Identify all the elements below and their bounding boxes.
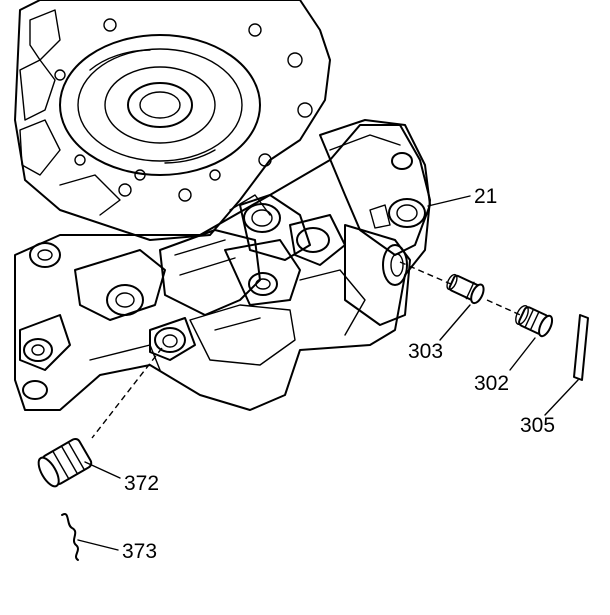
leader-303 [439, 304, 471, 341]
spring-clip-373 [61, 513, 79, 561]
transmission-case [14, 0, 331, 241]
sleeve-302 [515, 304, 554, 338]
assembly-line-303 [399, 261, 461, 289]
label-302: 302 [474, 372, 509, 395]
leader-372 [84, 461, 121, 479]
retainer-pin-305 [573, 314, 589, 381]
plug-372 [37, 437, 93, 488]
label-21: 21 [474, 185, 497, 208]
assembly-line-302 [486, 299, 528, 319]
leader-305 [544, 379, 579, 416]
assembly-line-372 [91, 347, 163, 439]
label-372: 372 [124, 472, 159, 495]
plug-303 [446, 273, 485, 305]
valve-body [14, 119, 431, 411]
leader-21 [427, 195, 471, 207]
leader-302 [509, 337, 536, 371]
leader-373 [77, 539, 119, 551]
label-373: 373 [122, 540, 157, 563]
label-305: 305 [520, 414, 555, 437]
label-303: 303 [408, 340, 443, 363]
